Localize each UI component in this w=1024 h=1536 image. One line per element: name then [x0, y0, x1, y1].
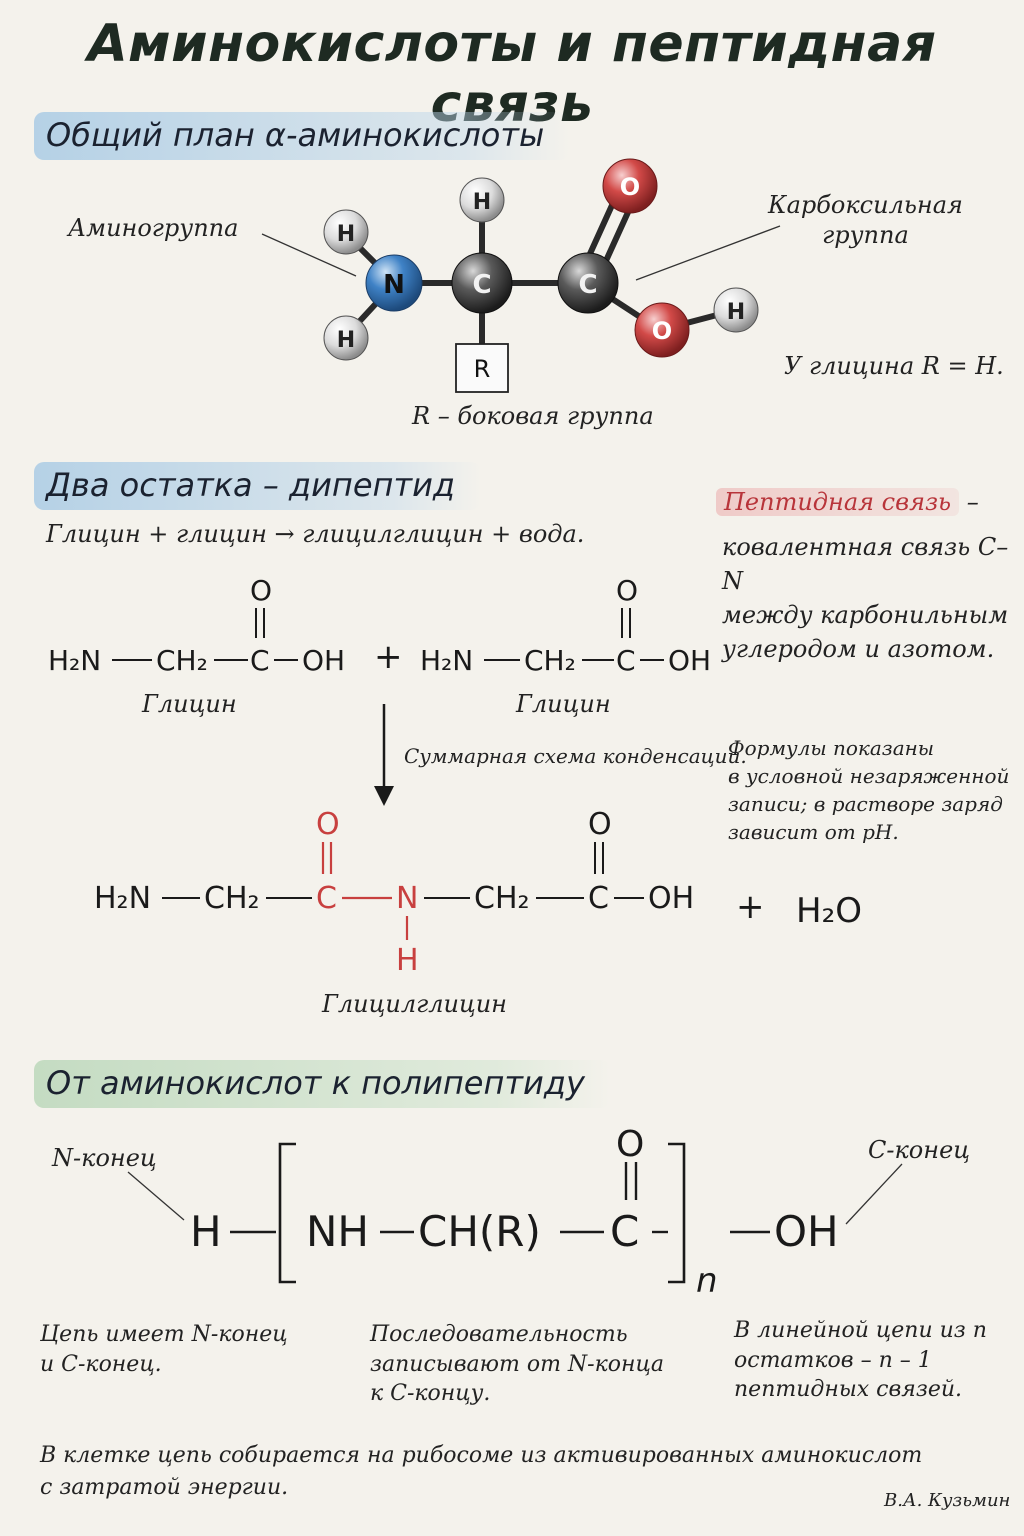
hydrogen-atom — [323, 315, 369, 361]
plus-sign: + — [374, 637, 403, 677]
atom-label: C — [472, 270, 491, 300]
side-group-label: R – боковая группа — [412, 402, 654, 430]
polypeptide-general-formula: H NH CH(R) C O n OH — [127, 1124, 903, 1300]
atom-label: H — [337, 328, 355, 353]
note-sequence-direction: Последовательность записывают от N-конца… — [370, 1322, 664, 1407]
nitrogen-atom — [365, 254, 423, 312]
dipeptide-o: O — [588, 807, 612, 842]
oxygen-atom — [634, 302, 690, 358]
peptide-nitrogen: N — [396, 881, 418, 916]
peptide-bond-dash: – — [959, 488, 979, 516]
hydrogen-atom — [459, 177, 505, 223]
peptide-bond-definition: Пептидная связь – — [716, 488, 979, 516]
author-signature: В.А. Кузьмин — [884, 1490, 1011, 1511]
atom-label: H — [337, 222, 355, 247]
n-terminus-leader — [127, 1171, 185, 1221]
glycine1-name: Глицин — [142, 690, 237, 718]
glycine2-ch2: CH₂ — [524, 644, 576, 677]
peptide-bond-term: Пептидная связь — [716, 488, 960, 516]
hydrogen-atom — [323, 209, 369, 255]
water-formula: H₂O — [796, 891, 862, 931]
section-heading-polypeptide: От аминокислот к полипептиду — [34, 1060, 611, 1108]
amino-group-label: Аминогруппа — [68, 214, 239, 242]
c-terminus-leader — [845, 1163, 903, 1225]
dipeptide-ch2-2: CH₂ — [474, 881, 530, 916]
dipeptide-ch2-1: CH₂ — [204, 881, 260, 916]
atom-label: O — [620, 173, 640, 201]
dipeptide-formulas: H₂N CH₂ C O OH + H₂N CH₂ C O OH H₂N CH₂ … — [48, 574, 862, 978]
dipeptide-oh: OH — [648, 881, 694, 916]
chain-o: O — [616, 1124, 644, 1165]
chain-ch-r: CH(R) — [418, 1207, 541, 1256]
amino-acid-ball-model: H H N H C R C O O H — [261, 158, 781, 393]
atom-label: N — [383, 270, 405, 300]
glycine2-o: O — [616, 574, 638, 607]
oxygen-atom — [602, 158, 658, 214]
n-terminus-label: N-конец — [52, 1144, 157, 1172]
atom-label: O — [652, 317, 672, 345]
section-heading-general-plan: Общий план α-аминокислоты — [34, 112, 571, 160]
note-ribosome-synthesis: В клетке цепь собирается на рибосоме из … — [40, 1443, 923, 1500]
side-group-box — [455, 343, 509, 393]
peptide-carbon: C — [316, 881, 337, 916]
hydrogen-atom — [713, 287, 759, 333]
formula-charge-note: Формулы показаны в условной незаряженной… — [728, 736, 1010, 844]
glycine1-h2n: H₂N — [48, 644, 101, 677]
glycine1-ch2: CH₂ — [156, 644, 208, 677]
glycine1-c: C — [250, 644, 270, 677]
amino-leader-line — [261, 233, 357, 277]
side-group-r: R — [474, 355, 491, 383]
plus-sign: + — [736, 887, 765, 927]
condensation-equation-text: Глицин + глицин → глицилглицин + вода. — [46, 520, 585, 548]
section-heading-dipeptide: Два остатка – дипептид — [34, 462, 481, 510]
carboxyl-group-label: Карбоксильная группа — [768, 191, 963, 249]
dipeptide-c: C — [588, 881, 609, 916]
left-bracket — [278, 1142, 296, 1284]
glycine2-h2n: H₂N — [420, 644, 473, 677]
glycine2-oh: OH — [668, 644, 711, 677]
repeat-subscript-n: n — [696, 1261, 718, 1300]
reaction-arrow-head — [374, 786, 394, 806]
atom-label: H — [727, 300, 745, 325]
glycine-r-note: У глицина R = H. — [784, 352, 1004, 380]
chain-nh: NH — [306, 1207, 369, 1256]
glycine1-o: O — [250, 574, 272, 607]
glycine2-c: C — [616, 644, 636, 677]
chain-h: H — [190, 1207, 222, 1256]
glycine2-name: Глицин — [516, 690, 611, 718]
atom-label: C — [578, 270, 597, 300]
atom-label: H — [473, 190, 491, 215]
glycylglycine-name: Глицилглицин — [322, 990, 507, 1018]
carboxyl-carbon-atom — [557, 252, 619, 314]
page-title: Аминокислоты и пептидная связь — [87, 14, 937, 134]
right-bracket — [668, 1142, 686, 1284]
glycine1-oh: OH — [302, 644, 345, 677]
note-peptide-bond-count: В линейной цепи из n остатков – n – 1 пе… — [734, 1318, 987, 1403]
chain-c: C — [610, 1207, 639, 1256]
chain-oh: OH — [774, 1207, 839, 1256]
carboxyl-leader-line — [635, 225, 781, 281]
dipeptide-h2n: H₂N — [94, 881, 151, 916]
c-terminus-label: C-конец — [868, 1136, 971, 1164]
alpha-carbon-atom — [451, 252, 513, 314]
peptide-oxygen: O — [316, 807, 340, 842]
note-chain-ends: Цепь имеет N-конец и C-конец. — [40, 1322, 288, 1377]
peptide-bond-description: ковалентная связь C–N между карбонильным… — [722, 533, 1009, 664]
peptide-hydrogen: H — [396, 943, 419, 978]
condensation-note: Суммарная схема конденсации. — [404, 744, 747, 768]
